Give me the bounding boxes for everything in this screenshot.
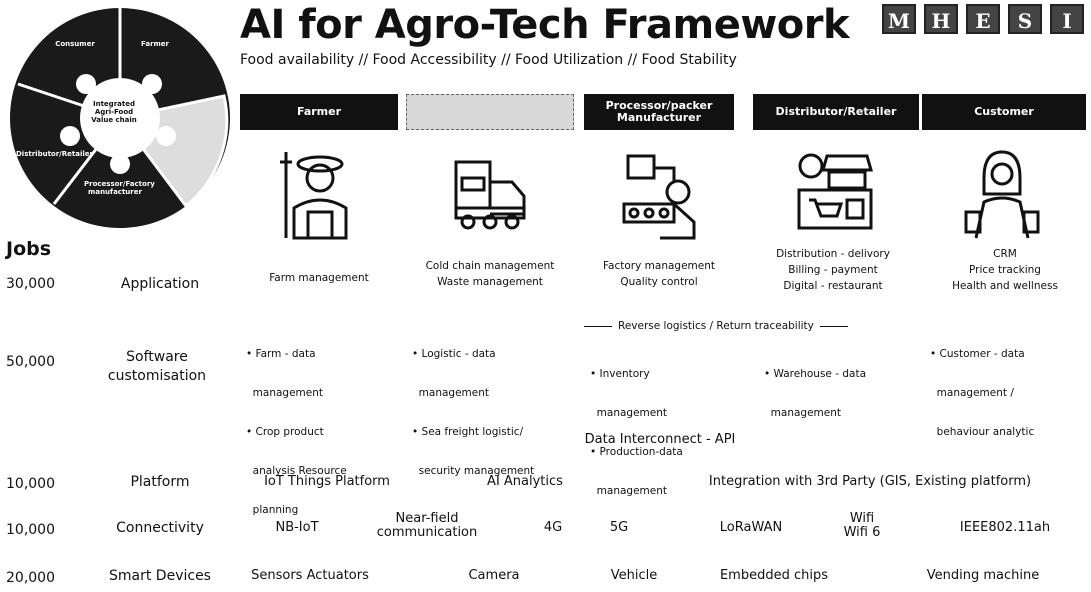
wheel-label-processor: Processor/Factory manufacturer xyxy=(84,180,155,196)
jobs-connectivity: 10,000 xyxy=(6,522,55,538)
reverse-logistics-label: Reverse logistics / Return traceability xyxy=(618,320,814,332)
software-cell-farmer: • Farm - data management • Crop product … xyxy=(246,322,396,530)
logo-e: E xyxy=(966,4,1000,34)
jobs-platform: 10,000 xyxy=(6,476,55,492)
application-logistics-line-2: Waste management xyxy=(437,276,543,288)
row-label-software: Software customisation xyxy=(92,348,222,386)
wheel-label-farmer: Farmer xyxy=(140,40,170,48)
application-cell-distributor: Distribution - delivory Billing - paymen… xyxy=(748,248,918,293)
software-cell-distributor: • Warehouse - data management xyxy=(764,342,910,433)
factory-icon xyxy=(622,154,696,240)
application-processor-line-2: Quality control xyxy=(620,276,698,288)
software-farmer-line-5: planning xyxy=(246,504,299,516)
devices-item-chips: Embedded chips xyxy=(719,568,829,583)
connectivity-item-ieee: IEEE802.11ah xyxy=(959,520,1051,535)
application-distributor-line-3: Digital - restaurant xyxy=(783,280,883,292)
application-cell-farmer: Farm management xyxy=(244,272,394,285)
software-logistics-line-2: management xyxy=(412,387,490,399)
value-chain-wheel xyxy=(10,8,230,228)
application-cell-processor: Factory management Quality control xyxy=(584,260,734,289)
row-label-platform: Platform xyxy=(130,474,190,490)
software-logistics-line-1: • Logistic - data xyxy=(412,348,496,360)
application-customer-line-3: Health and wellness xyxy=(952,280,1058,292)
row-label-connectivity: Connectivity xyxy=(116,520,204,536)
platform-item-iot: IoT Things Platform xyxy=(264,474,390,489)
logo-i: I xyxy=(1050,4,1084,34)
application-cell-logistics: Cold chain management Waste management xyxy=(406,260,574,289)
application-customer-line-1: CRM xyxy=(993,248,1017,260)
application-customer-line-2: Price tracking xyxy=(969,264,1041,276)
devices-item-vehicle: Vehicle xyxy=(610,568,658,583)
connectivity-item-nfc: Near-field communication xyxy=(376,511,478,540)
software-cell-processor: • Inventory management • Production-data… xyxy=(590,342,736,511)
column-header-processor: Processor/packer Manufacturer xyxy=(584,94,734,130)
application-farmer-line-1: Farm management xyxy=(269,272,369,284)
software-cell-logistics: • Logistic - data management • Sea freig… xyxy=(412,322,574,491)
software-processor-line-2: management xyxy=(590,407,668,419)
jobs-devices: 20,000 xyxy=(6,570,55,586)
software-customer-line-1: • Customer - data xyxy=(930,348,1025,360)
software-distributor-line-1: • Warehouse - data xyxy=(764,368,867,380)
logo-s: S xyxy=(1008,4,1042,34)
connectivity-item-4g: 4G xyxy=(543,520,563,535)
page-title: AI for Agro-Tech Framework xyxy=(240,2,850,48)
store-icon xyxy=(797,153,873,230)
logo-m: M xyxy=(882,4,916,34)
application-distributor-line-1: Distribution - delivory xyxy=(776,248,890,260)
wheel-label-consumer: Consumer xyxy=(55,40,95,48)
jobs-software: 50,000 xyxy=(6,354,55,370)
row-label-software-line-2: customisation xyxy=(107,368,207,384)
column-header-farmer: Farmer xyxy=(240,94,398,130)
connectivity-item-lorawan: LoRaWAN xyxy=(719,520,783,535)
truck-icon xyxy=(454,160,526,230)
row-label-devices: Smart Devices xyxy=(109,568,211,584)
software-cell-customer: • Customer - data management / behaviour… xyxy=(930,322,1086,452)
jobs-header: Jobs xyxy=(6,238,52,260)
application-logistics-line-1: Cold chain management xyxy=(425,260,555,272)
software-processor-line-3: • Production-data xyxy=(590,446,683,458)
reverse-logistics-line-left xyxy=(584,326,612,327)
row-label-software-line-1: Software xyxy=(126,349,188,365)
software-farmer-line-1: • Farm - data xyxy=(246,348,316,360)
application-processor-line-1: Factory management xyxy=(602,260,716,272)
column-header-distributor: Distributor/Retailer xyxy=(753,94,919,130)
software-farmer-line-4: analysis Resource xyxy=(246,465,347,477)
software-farmer-line-3: • Crop product xyxy=(246,426,324,438)
devices-item-vending: Vending machine xyxy=(926,568,1040,583)
application-distributor-line-2: Billing - payment xyxy=(788,264,878,276)
software-logistics-line-4: security management xyxy=(412,465,535,477)
software-customer-line-3: behaviour analytic xyxy=(930,426,1035,438)
devices-item-sensors: Sensors Actuators xyxy=(251,568,369,583)
page-subtitle: Food availability // Food Accessibility … xyxy=(240,52,737,68)
reverse-logistics-line-right xyxy=(819,326,848,327)
connectivity-item-wifi: Wifi Wifi 6 xyxy=(843,511,881,540)
row-label-application: Application xyxy=(120,276,200,292)
data-interconnect-label: Data Interconnect - API xyxy=(584,432,736,447)
software-processor-line-4: management xyxy=(590,485,668,497)
platform-item-ai: AI Analytics xyxy=(487,474,563,489)
application-cell-customer: CRM Price tracking Health and wellness xyxy=(922,248,1088,293)
farmer-icon xyxy=(280,152,348,240)
logo-caption xyxy=(880,40,1085,54)
column-header-logistics xyxy=(406,94,574,130)
platform-item-integration: Integration with 3rd Party (GIS, Existin… xyxy=(708,474,1032,489)
reverse-logistics-banner: Reverse logistics / Return traceability xyxy=(584,320,914,333)
wheel-center-label: Integrated Agri-Food Value chain xyxy=(91,100,137,124)
customer-icon xyxy=(964,150,1040,239)
software-processor-line-1: • Inventory xyxy=(590,368,650,380)
connectivity-item-5g: 5G xyxy=(609,520,629,535)
connectivity-item-nbiot: NB-IoT xyxy=(275,520,319,535)
logo-h: H xyxy=(924,4,958,34)
software-customer-line-2: management / xyxy=(930,387,1014,399)
software-farmer-line-2: management xyxy=(246,387,324,399)
devices-item-camera: Camera xyxy=(468,568,520,583)
software-logistics-line-3: • Sea freight logistic/ xyxy=(412,426,524,438)
column-header-customer: Customer xyxy=(922,94,1086,130)
software-distributor-line-2: management xyxy=(764,407,842,419)
jobs-application: 30,000 xyxy=(6,276,55,292)
wheel-label-distributor: Distributor/Retailer xyxy=(16,150,93,158)
